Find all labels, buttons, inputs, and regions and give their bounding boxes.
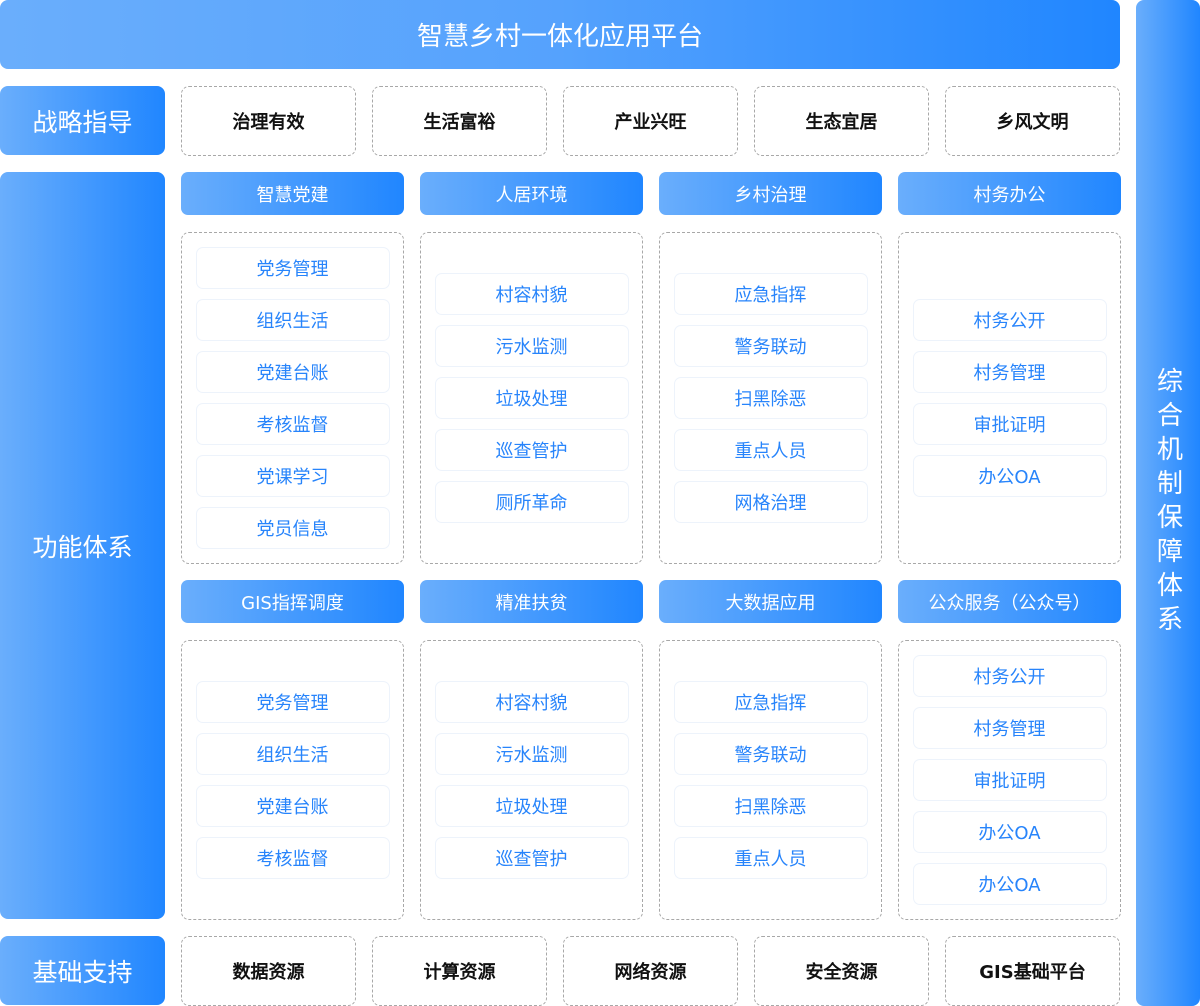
module-item[interactable]: 党务管理 [195, 681, 390, 723]
side-label-guarantee-system: 综合机制保障体系 [1136, 0, 1200, 1006]
module-panel: 村容村貌污水监测垃圾处理巡查管护厕所革命 [420, 232, 643, 564]
foundation-label: 基础支持 [0, 936, 165, 1005]
module-item[interactable]: 警务联动 [673, 325, 868, 367]
module-item[interactable]: 组织生活 [195, 299, 390, 341]
module-item[interactable]: 村容村貌 [434, 273, 629, 315]
platform-title: 智慧乡村一体化应用平台 [0, 0, 1120, 69]
module-item[interactable]: 应急指挥 [673, 273, 868, 315]
module-item[interactable]: 巡查管护 [434, 837, 629, 879]
strategy-item: 治理有效 [181, 86, 356, 156]
foundation-item: 网络资源 [563, 936, 738, 1006]
module-item[interactable]: 重点人员 [673, 837, 868, 879]
strategy-item: 生活富裕 [372, 86, 547, 156]
strategy-item: 乡风文明 [945, 86, 1120, 156]
module-header: 精准扶贫 [420, 580, 643, 623]
module-item[interactable]: 考核监督 [195, 403, 390, 445]
module-item[interactable]: 应急指挥 [673, 681, 868, 723]
module-item[interactable]: 组织生活 [195, 733, 390, 775]
module-item[interactable]: 垃圾处理 [434, 785, 629, 827]
module-item[interactable]: 污水监测 [434, 733, 629, 775]
strategy-item: 生态宜居 [754, 86, 929, 156]
functions-label: 功能体系 [0, 172, 165, 919]
module-item[interactable]: 村务管理 [912, 351, 1107, 393]
module-header: GIS指挥调度 [181, 580, 404, 623]
module-panel: 村务公开村务管理审批证明办公OA [898, 232, 1121, 564]
module-item[interactable]: 村务管理 [912, 707, 1107, 749]
module-item[interactable]: 警务联动 [673, 733, 868, 775]
module-item[interactable]: 考核监督 [195, 837, 390, 879]
module-panel: 村务公开村务管理审批证明办公OA 办公OA [898, 640, 1121, 920]
module-item[interactable]: 扫黑除恶 [673, 377, 868, 419]
module-panel: 应急指挥警务联动扫黑除恶重点人员网格治理 [659, 232, 882, 564]
module-item[interactable]: 村务公开 [912, 299, 1107, 341]
module-header: 大数据应用 [659, 580, 882, 623]
strategy-item: 产业兴旺 [563, 86, 738, 156]
module-panel: 村容村貌污水监测垃圾处理巡查管护 [420, 640, 643, 920]
module-item[interactable]: 办公OA [912, 863, 1107, 905]
module-header: 村务办公 [898, 172, 1121, 215]
module-header: 乡村治理 [659, 172, 882, 215]
module-item[interactable]: 党课学习 [195, 455, 390, 497]
module-item[interactable]: 厕所革命 [434, 481, 629, 523]
module-item[interactable]: 党建台账 [195, 351, 390, 393]
module-item[interactable]: 办公OA [912, 455, 1107, 497]
module-item[interactable]: 党员信息 [195, 507, 390, 549]
module-item[interactable]: 审批证明 [912, 759, 1107, 801]
module-header: 智慧党建 [181, 172, 404, 215]
module-item[interactable]: 办公OA [912, 811, 1107, 853]
foundation-item: 计算资源 [372, 936, 547, 1006]
strategy-label: 战略指导 [0, 86, 165, 155]
module-item[interactable]: 网格治理 [673, 481, 868, 523]
module-panel: 党务管理组织生活党建台账考核监督党课学习党员信息 [181, 232, 404, 564]
module-item[interactable]: 巡查管护 [434, 429, 629, 471]
module-panel: 应急指挥警务联动扫黑除恶重点人员 [659, 640, 882, 920]
module-item[interactable]: 党务管理 [195, 247, 390, 289]
module-item[interactable]: 审批证明 [912, 403, 1107, 445]
module-panel: 党务管理组织生活党建台账考核监督 [181, 640, 404, 920]
module-header: 公众服务（公众号） [898, 580, 1121, 623]
foundation-item: GIS基础平台 [945, 936, 1120, 1006]
module-item[interactable]: 党建台账 [195, 785, 390, 827]
module-item[interactable]: 扫黑除恶 [673, 785, 868, 827]
module-item[interactable]: 重点人员 [673, 429, 868, 471]
module-item[interactable]: 村务公开 [912, 655, 1107, 697]
foundation-item: 安全资源 [754, 936, 929, 1006]
foundation-item: 数据资源 [181, 936, 356, 1006]
module-item[interactable]: 垃圾处理 [434, 377, 629, 419]
module-item[interactable]: 村容村貌 [434, 681, 629, 723]
module-item[interactable]: 污水监测 [434, 325, 629, 367]
module-header: 人居环境 [420, 172, 643, 215]
